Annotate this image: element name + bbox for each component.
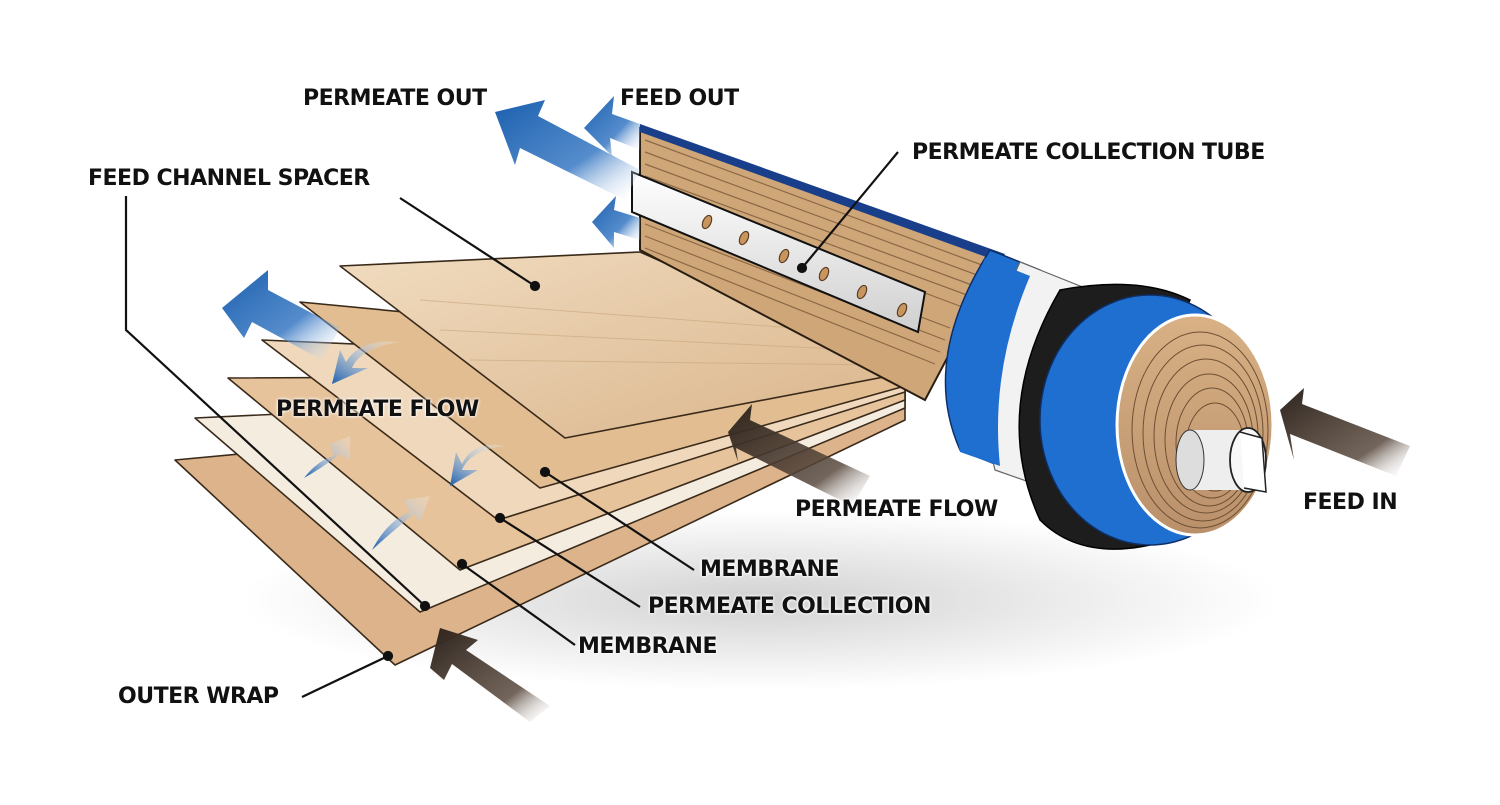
feed-into-layers-arrow bbox=[728, 404, 870, 506]
membrane-sheets bbox=[174, 251, 911, 666]
blue-band-middle bbox=[953, 258, 1030, 466]
label-permeate-flow-right: PERMEATE FLOW bbox=[795, 497, 998, 522]
leader-feed-channel-spacer bbox=[399, 197, 536, 287]
label-permeate-collection: PERMEATE COLLECTION bbox=[648, 594, 931, 619]
label-feed-channel-spacer: FEED CHANNEL SPACER bbox=[88, 166, 370, 191]
feed-bottom-arrow bbox=[430, 628, 550, 722]
label-membrane-bottom: MEMBRANE bbox=[578, 634, 718, 659]
permeate-flow-out-arrow bbox=[222, 270, 340, 360]
leader-lines bbox=[124, 151, 899, 698]
leader-permeate-collection bbox=[499, 517, 641, 608]
tube-holes bbox=[701, 214, 908, 318]
label-feed-in: FEED IN bbox=[1303, 490, 1398, 515]
element-casing bbox=[944, 249, 1275, 550]
leader-outer-wrap bbox=[301, 655, 389, 698]
center-tube-end bbox=[1175, 427, 1267, 493]
label-permeate-flow-left: PERMEATE FLOW bbox=[276, 397, 479, 422]
permeate-out-arrow bbox=[495, 100, 640, 200]
label-permeate-collection-tube: PERMEATE COLLECTION TUBE bbox=[912, 140, 1265, 165]
label-outer-wrap: OUTER WRAP bbox=[118, 684, 279, 709]
permeate-flow-curl-arrows bbox=[304, 341, 505, 550]
feed-out-arrow bbox=[584, 96, 640, 248]
leader-left-vertical-1 bbox=[124, 196, 426, 607]
leader-membrane-top bbox=[544, 471, 695, 571]
feed-in-arrow bbox=[1280, 388, 1410, 476]
permeate-collection-tube bbox=[631, 170, 927, 334]
leader-permeate-collection-tube bbox=[801, 151, 899, 269]
label-membrane-top: MEMBRANE bbox=[700, 557, 840, 582]
label-feed-out: FEED OUT bbox=[620, 86, 739, 111]
leader-membrane-bottom bbox=[461, 563, 576, 646]
label-permeate-out: PERMEATE OUT bbox=[303, 86, 487, 111]
end-face-roll bbox=[1115, 313, 1275, 537]
